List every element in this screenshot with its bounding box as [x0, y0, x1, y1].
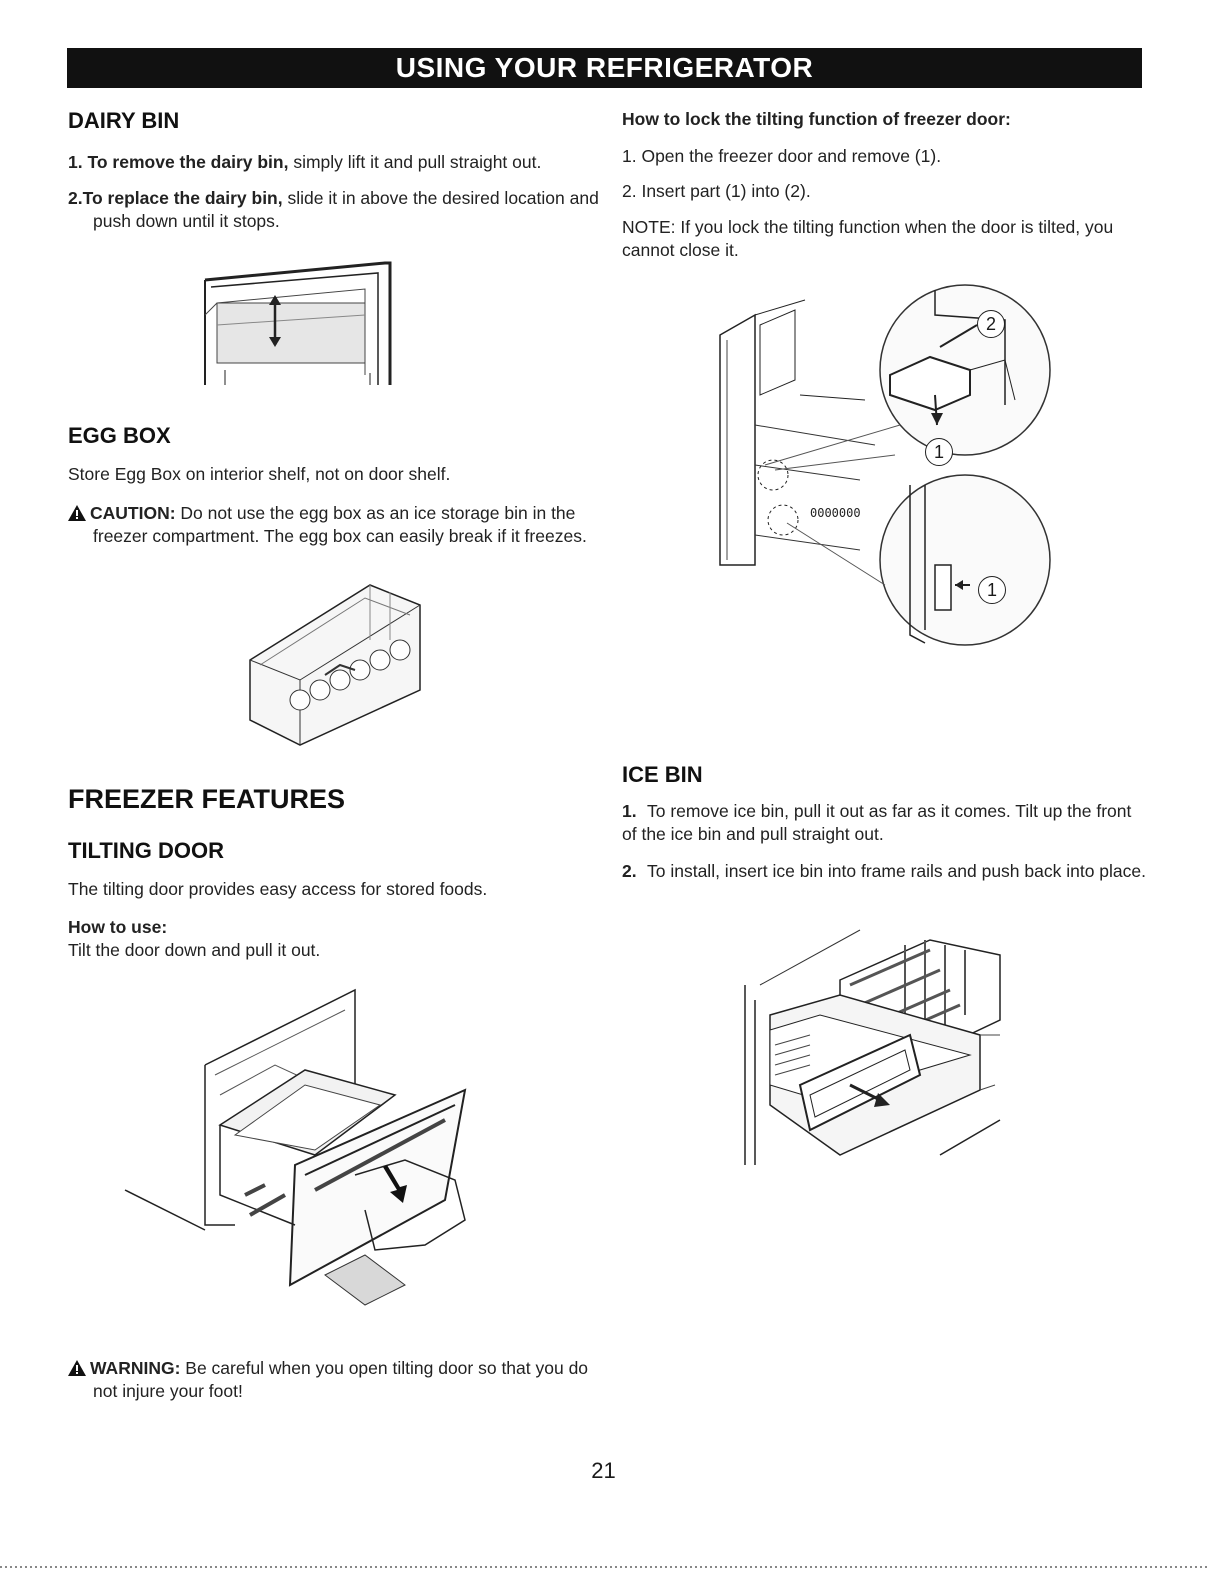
tilting-door-illustration — [124, 988, 467, 1306]
step-number: 1. — [622, 801, 637, 821]
callout-1-top: 1 — [925, 438, 953, 466]
tilting-door-warning: WARNING: Be careful when you open tiltin… — [68, 1357, 593, 1403]
ice-bin-illustration — [744, 929, 1001, 1165]
ice-bin-step-2: 2. To install, insert ice bin into frame … — [622, 860, 1152, 883]
dairy-bin-step-2: 2.To replace the dairy bin, slide it in … — [68, 187, 613, 233]
page-number: 21 — [591, 1458, 616, 1483]
egg-box-caution: CAUTION: Do not use the egg box as an ic… — [68, 502, 618, 548]
page-bottom-dotted-line — [0, 1566, 1207, 1568]
how-to-use-text: Tilt the door down and pull it out. — [68, 940, 321, 960]
dairy-bin-illustration — [204, 261, 392, 385]
step-text: simply lift it and pull straight out. — [288, 152, 542, 172]
step-number: 1. — [68, 152, 83, 172]
step-text: To remove ice bin, pull it out as far as… — [622, 801, 1132, 844]
egg-box-heading: EGG BOX — [68, 423, 171, 448]
lock-tilting-illustration: 0000000 — [719, 284, 1051, 646]
ice-bin-step-1: 1.To remove ice bin, pull it out as far … — [622, 800, 1142, 846]
egg-box-text: Store Egg Box on interior shelf, not on … — [68, 464, 451, 484]
callout-1-bottom: 1 — [978, 576, 1006, 604]
dairy-bin-heading: DAIRY BIN — [68, 108, 180, 133]
callout-2: 2 — [977, 310, 1005, 338]
how-to-use-label: How to use: — [68, 917, 168, 937]
freezer-features-heading: FREEZER FEATURES — [68, 784, 346, 814]
warning-text: Be careful when you open tilting door so… — [93, 1358, 589, 1401]
svg-text:0000000: 0000000 — [810, 506, 861, 520]
tilting-door-heading: TILTING DOOR — [68, 838, 225, 863]
ice-bin-heading: ICE BIN — [622, 762, 703, 787]
warning-triangle-icon — [68, 1360, 86, 1376]
step-number: 2. — [68, 188, 83, 208]
lock-tilting-heading: How to lock the tilting function of free… — [622, 109, 1011, 129]
warning-label: WARNING: — [90, 1358, 181, 1378]
lock-tilting-step-2: 2. Insert part (1) into (2). — [622, 181, 811, 201]
warning-triangle-icon — [68, 505, 86, 521]
page-banner: USING YOUR REFRIGERATOR — [67, 48, 1142, 88]
caution-label: CAUTION: — [90, 503, 176, 523]
egg-box-illustration — [249, 584, 421, 746]
dairy-bin-step-1: 1. To remove the dairy bin, simply lift … — [68, 151, 623, 174]
caution-text: Do not use the egg box as an ice storage… — [93, 503, 587, 546]
lock-tilting-step-1: 1. Open the freezer door and remove (1). — [622, 146, 942, 166]
step-lead: To replace the dairy bin, — [82, 188, 283, 208]
step-number: 2. — [622, 861, 637, 881]
step-lead: To remove the dairy bin, — [87, 152, 289, 172]
step-text: To install, insert ice bin into frame ra… — [647, 861, 1147, 881]
tilting-door-text: The tilting door provides easy access fo… — [68, 879, 488, 899]
lock-tilting-note: NOTE: If you lock the tilting function w… — [622, 217, 1114, 260]
step-text: slide it in above the desired location a… — [93, 188, 599, 231]
